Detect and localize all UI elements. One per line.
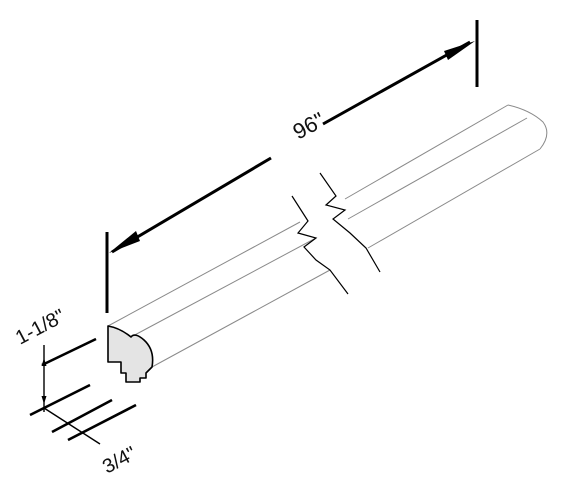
molding-top-edge-right xyxy=(344,104,509,200)
height-arrowhead-bottom xyxy=(41,396,47,404)
molding-far-end xyxy=(507,104,548,150)
length-dim-line-right xyxy=(322,40,471,126)
length-arrowhead-right xyxy=(444,41,475,60)
height-arrowhead-top xyxy=(41,358,47,366)
length-label: 96" xyxy=(289,107,329,144)
molding-mid-edge-right xyxy=(347,117,528,220)
break-symbol xyxy=(291,172,381,295)
length-dim-line-left xyxy=(111,156,272,254)
molding-body xyxy=(107,104,548,368)
depth-extension-line-front xyxy=(67,403,137,442)
molding-end-profile xyxy=(107,325,154,383)
height-dimension xyxy=(29,337,97,417)
break-line-right xyxy=(319,172,381,273)
height-label: 1-1/8" xyxy=(12,305,69,349)
molding-top-edge-left xyxy=(107,221,301,327)
depth-label: 3/4" xyxy=(99,443,140,479)
molding-mid-edge-left xyxy=(130,237,317,338)
molding-bottom-edge-left xyxy=(151,269,331,368)
length-dimension xyxy=(105,20,479,313)
depth-extension-line-back xyxy=(51,398,113,434)
break-line-left xyxy=(291,195,349,295)
depth-dimension xyxy=(43,398,137,445)
length-arrowhead-left xyxy=(109,231,140,253)
height-extension-line-bottom xyxy=(29,383,91,417)
molding-bottom-edge-right xyxy=(367,148,541,249)
depth-dim-line xyxy=(43,407,101,445)
height-extension-line-top xyxy=(41,337,97,367)
